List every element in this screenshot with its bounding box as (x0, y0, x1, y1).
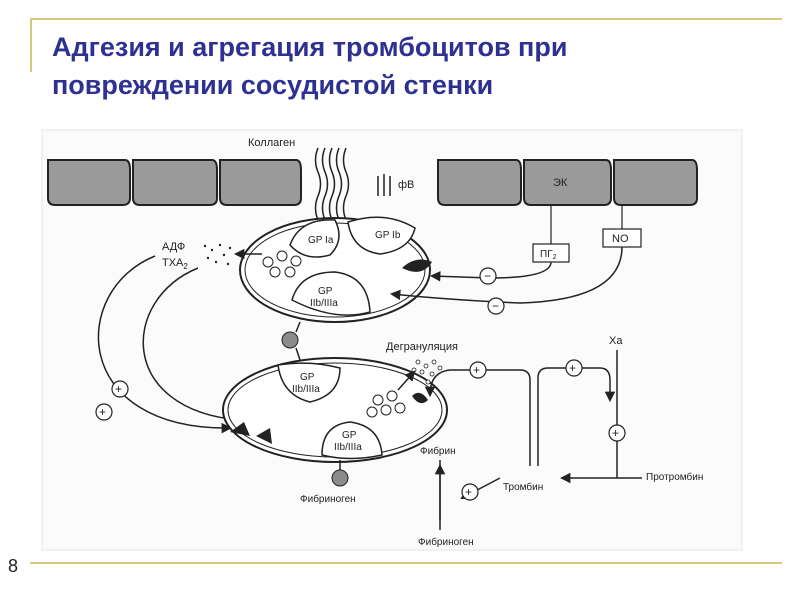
svg-text:+: + (473, 363, 480, 377)
title-accent-bar (30, 18, 32, 72)
gp-iib-top-label-2: IIb/IIIa (310, 298, 338, 309)
plus-badge-xa: + (608, 424, 626, 442)
fibrinogen-bridge (281, 321, 301, 361)
svg-text:+: + (612, 426, 619, 440)
fibrinogen-left-label: Фибриноген (300, 493, 356, 505)
svg-text:+: + (569, 361, 576, 375)
title-accent-line (30, 18, 782, 20)
plus-badge-thrombin-1: + (469, 361, 487, 379)
gp-iib-bot-label-1: GP (342, 430, 357, 441)
fibrin-label: Фибрин (420, 445, 456, 457)
feedback-loop-outer (97, 255, 233, 434)
endothelial-cells-left (47, 159, 302, 206)
slide-number: 8 (8, 556, 19, 576)
ek-label: ЭК (553, 177, 568, 189)
no-label: NO (612, 233, 629, 245)
gp-ia-label: GP Ia (308, 235, 334, 246)
footer-accent-line (30, 562, 782, 564)
degranulation-label: Дегрануляция (386, 341, 458, 353)
gp-iib-mid-label-1: GP (300, 372, 315, 383)
prothrombin-label: Протромбин (646, 471, 703, 483)
adp-label: АДФ (162, 241, 185, 253)
gp-iib-top-label-1: GP (318, 286, 333, 297)
plus-badge-fibrin: + (461, 483, 479, 501)
gp-iib-bot-label-2: IIb/IIIa (334, 442, 362, 453)
svg-text:+: + (465, 485, 472, 499)
vwf-label: фВ (398, 179, 414, 191)
txa2-label: ТХА2 (162, 257, 188, 271)
collagen-fibers (314, 147, 350, 221)
pgi2-label: ПГ2 (540, 249, 557, 261)
collagen-label: Коллаген (248, 137, 295, 149)
feedback-loop-inner (142, 267, 243, 425)
platelet-top (239, 216, 432, 323)
gp-ib-label: GP Ib (375, 230, 401, 241)
svg-text:−: − (484, 269, 491, 283)
vwf-strands (377, 174, 391, 196)
fibrinogen-bottom-symbol (331, 460, 349, 487)
degranulation-arrow (397, 370, 416, 391)
no-inhibit-path (389, 246, 623, 304)
plus-badge-outer: + (95, 403, 113, 421)
svg-text:+: + (115, 382, 122, 396)
svg-text:+: + (99, 405, 106, 419)
svg-text:−: − (492, 299, 499, 313)
xa-label: Xa (609, 335, 623, 347)
slide-title: Адгезия и агрегация тромбоцитов при повр… (52, 28, 772, 104)
thrombin-label: Тромбин (503, 481, 543, 493)
minus-badge-no: − (487, 297, 505, 315)
plus-badge-inner: + (111, 380, 129, 398)
endothelial-cells-right (437, 159, 698, 206)
title-line-1: Адгезия и агрегация тромбоцитов при (52, 32, 568, 62)
fibrinogen-right-label: Фибриноген (418, 536, 474, 548)
minus-badge-pgi2: − (479, 267, 497, 285)
gp-iib-mid-label-2: IIb/IIIa (292, 384, 320, 395)
plus-badge-thrombin-2: + (565, 359, 583, 377)
title-line-2: повреждении сосудистой стенки (52, 70, 494, 100)
thrombin-feedback-loop-1 (424, 369, 531, 466)
platelet-bottom (222, 357, 448, 463)
released-mediators-dots (203, 243, 232, 266)
